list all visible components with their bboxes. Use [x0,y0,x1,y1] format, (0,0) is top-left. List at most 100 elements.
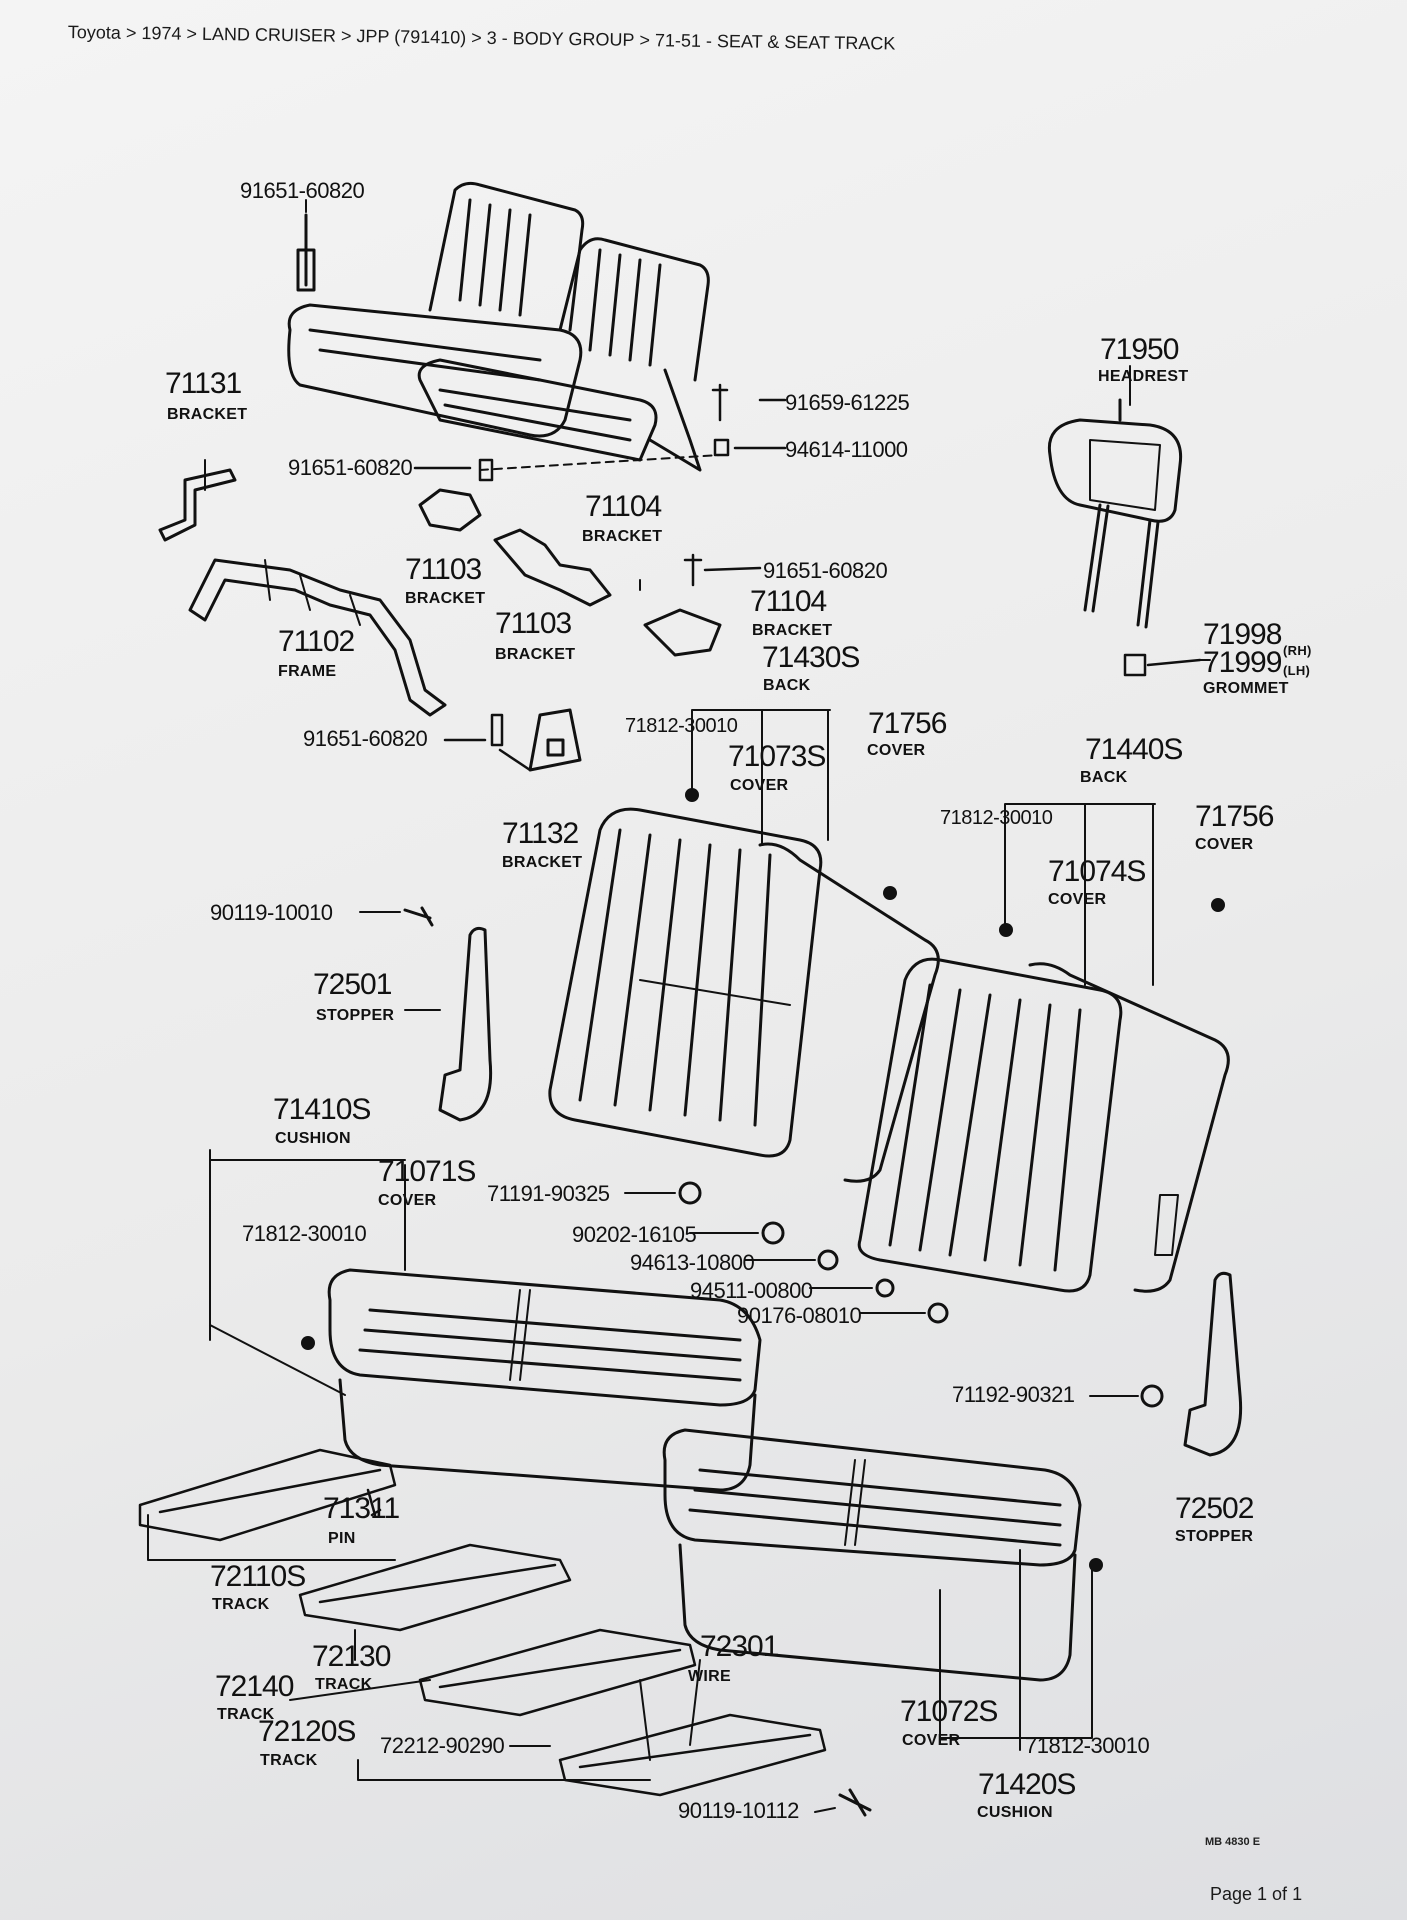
part-number-label: 72212-90290 [380,1733,505,1758]
part-number-label: 72110S [210,1560,306,1593]
nut-90176-illustration [927,1302,949,1324]
part-number-label: 91651-60820 [240,178,365,203]
part-number-label: 71104 [750,585,827,618]
part-name-label: COVER [1048,891,1107,908]
part-side-label: (LH) [1283,663,1311,678]
track-72140-illustration [418,1628,697,1717]
washer-71191-illustration [678,1181,702,1205]
part-name-label: GROMMET [1203,680,1289,697]
part-number-label: 71074S [1048,855,1146,888]
part-name-label: CUSHION [275,1130,351,1147]
frame-71102-illustration [188,558,447,717]
bracket-71103-a-illustration [418,488,482,532]
bolt-91651-d-illustration [443,713,532,772]
bracket-71132-illustration [528,708,582,772]
part-number-label: 71103 [405,553,482,586]
part-number-label: 71132 [502,817,579,850]
part-number-label: 71102 [278,625,355,658]
part-number-label: 94614-11000 [785,437,908,462]
part-number-label: 91659-61225 [785,390,910,415]
part-number-label: 71410S [273,1093,371,1126]
part-number-label: 71756 [868,707,947,740]
washer-71192-illustration [1140,1384,1164,1408]
part-number-label: 72140 [215,1670,294,1703]
seat-back-71430s-illustration [548,807,940,1183]
part-number-label: 90176-08010 [737,1303,862,1328]
bolt-91651-c-illustration [683,553,762,587]
part-number-label: 71072S [900,1695,998,1728]
stopper-72502-illustration [1183,1271,1243,1457]
nut-94511-illustration [875,1278,895,1298]
bolt-90119-b-illustration [838,1788,872,1817]
page-indicator: Page 1 of 1 [1210,1884,1303,1904]
part-name-label: BRACKET [752,622,833,639]
part-name-label: STOPPER [1175,1528,1254,1545]
part-name-label: TRACK [212,1596,270,1613]
part-number-label: 72130 [312,1640,391,1673]
part-number-label: 71104 [585,490,662,523]
bolt-90119-a-illustration [403,906,434,927]
wire-72301-illustration [639,1659,701,1761]
part-number-label: 71812-30010 [1025,1733,1150,1758]
part-number-label: 71812-30010 [242,1221,367,1246]
part-name-label: HEADREST [1098,368,1189,385]
part-number-label: 71756 [1195,800,1274,833]
bolt-91659-illustration [711,383,787,422]
part-number-label: 71131 [165,367,242,400]
diagram-code-stamp: MB 4830 E [1205,1836,1261,1848]
part-number-label: 90119-10010 [210,900,333,925]
part-number-label: 72301 [700,1630,779,1663]
part-number-label: 94613-10800 [630,1250,755,1275]
part-number-label: 71420S [978,1768,1076,1801]
nut-94614-illustration [713,438,787,457]
part-number-label: 71950 [1100,333,1179,366]
part-number-label: 72120S [258,1715,356,1748]
part-number-label: 91651-60820 [303,726,428,751]
part-name-label: TRACK [217,1706,275,1723]
part-name-label: COVER [1195,836,1254,853]
part-number-label: 71071S [378,1155,476,1188]
part-number-label: 94511-00800 [690,1278,813,1303]
part-number-label: 71999 [1203,646,1282,679]
pin-71311-illustration [366,1488,382,1517]
bracket-71103-b-illustration [493,528,612,607]
part-number-label: 91651-60820 [763,558,888,583]
bracket-71104-b-illustration [643,608,722,657]
track-72110s-illustration [138,1448,397,1542]
part-number-label: 71430S [762,641,860,674]
part-number-label: 71812-30010 [625,715,738,737]
part-number-label: 71103 [495,607,572,640]
part-side-label: (RH) [1283,643,1312,658]
stopper-72501-illustration [438,926,493,1122]
part-number-label: 71192-90321 [952,1382,1075,1407]
part-name-label: BRACKET [405,590,486,607]
part-name-label: BACK [1080,769,1128,786]
part-name-label: TRACK [260,1752,318,1769]
part-number-label: 71073S [728,740,826,773]
headrest-illustration [1047,398,1183,629]
part-name-label: BRACKET [495,646,576,663]
part-name-label: TRACK [315,1676,373,1693]
bolt-91651-top-illustration [296,213,316,292]
part-name-label: STOPPER [316,1007,395,1024]
part-name-label: BRACKET [167,406,248,423]
track-72130-illustration [298,1543,572,1632]
part-number-label: 71812-30010 [940,807,1053,829]
part-name-label: CUSHION [977,1804,1053,1821]
part-name-label: BRACKET [582,528,663,545]
seat-back-71440s-illustration [857,957,1230,1293]
nut-94613-illustration [817,1249,839,1271]
part-name-label: WIRE [688,1668,731,1685]
part-number-label: 90119-10112 [678,1798,799,1823]
bracket-71131-illustration [158,468,237,542]
part-name-label: PIN [328,1530,356,1547]
bench-seat-illustration [287,181,721,472]
part-number-label: 71191-90325 [487,1181,610,1206]
part-name-label: BACK [763,677,811,694]
part-name-label: BRACKET [502,854,583,871]
washer-90202-illustration [761,1221,785,1245]
grommet-illustration [1123,653,1202,677]
part-number-label: 71998 [1203,618,1282,651]
part-name-label: COVER [902,1732,961,1749]
